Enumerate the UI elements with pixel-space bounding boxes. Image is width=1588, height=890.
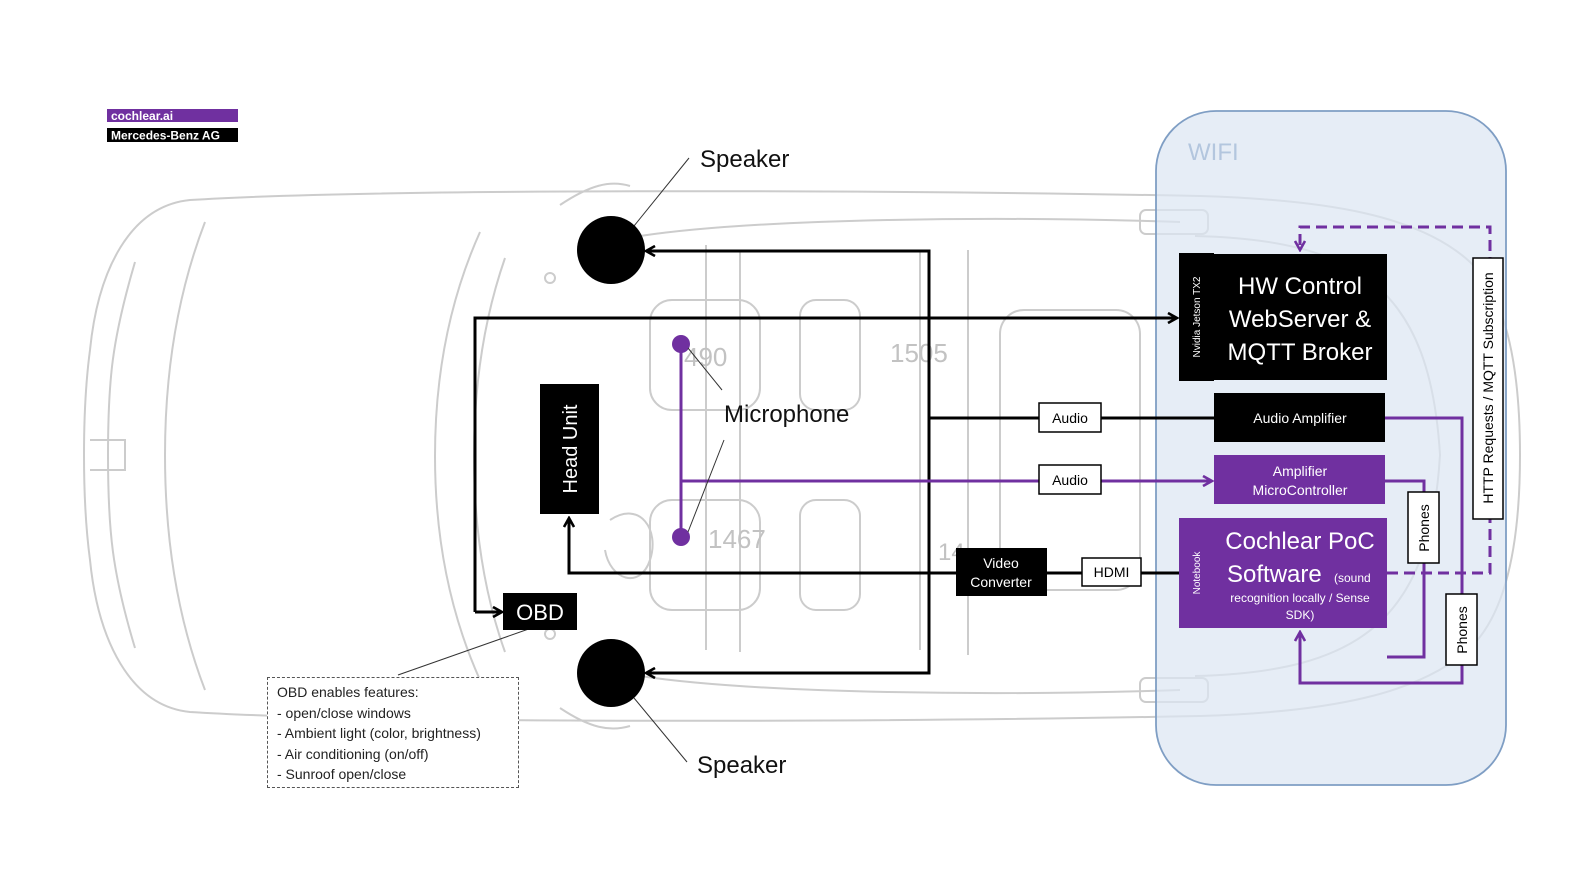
car-dimension-1505: 1505 <box>890 338 948 368</box>
speaker-top <box>577 216 645 284</box>
hw-control-box <box>1214 254 1387 380</box>
car-dimension-1467: 1467 <box>708 524 766 554</box>
obd-label: OBD <box>516 600 564 625</box>
microphone-label: Microphone <box>724 401 849 428</box>
mercedes-badge-text: Mercedes-Benz AG <box>111 129 220 143</box>
notebook-label: Notebook <box>1192 551 1203 595</box>
obd-note-item: - Sunroof open/close <box>277 766 407 782</box>
head-unit-label: Head Unit <box>560 404 582 493</box>
audio-label-2: Audio <box>1052 472 1088 488</box>
obd-box <box>503 593 577 630</box>
obd-features-note: OBD enables features: - open/close windo… <box>267 677 519 788</box>
audio-label-1: Audio <box>1052 410 1088 426</box>
microphone-rear <box>672 528 690 546</box>
video-converter-label-2: Converter <box>970 574 1032 590</box>
phones-label-box-2 <box>1445 593 1478 666</box>
audio-label-box-1 <box>1038 402 1102 433</box>
microphone-front <box>672 335 690 353</box>
purple-connectors <box>679 344 1464 685</box>
audio-amplifier-box <box>1214 393 1385 442</box>
head-unit-box <box>540 384 599 514</box>
hw-control-line-3: MQTT Broker <box>1228 339 1373 366</box>
video-converter-box <box>956 548 1047 596</box>
nvidia-jetson-strip <box>1179 253 1214 381</box>
cochlear-badge-text: cochlear.ai <box>111 109 173 123</box>
cochlear-software-line-1: Cochlear PoC <box>1225 528 1374 555</box>
obd-note-item: - open/close windows <box>277 704 411 721</box>
phones-label-box-1 <box>1407 491 1440 564</box>
http-label-box <box>1472 257 1504 520</box>
amplifier-mc-line-1: Amplifier <box>1273 463 1328 479</box>
cochlear-software-line-3: recognition locally / Sense <box>1230 591 1370 605</box>
obd-note-item: - Ambient light (color, brightness) <box>277 725 481 741</box>
hdmi-label: HDMI <box>1094 564 1130 580</box>
car-dimension-490: 490 <box>684 342 727 372</box>
speaker-top-label: Speaker <box>700 146 789 173</box>
cochlear-badge <box>107 109 238 122</box>
cochlear-software-line-2: Software <box>1227 561 1322 588</box>
black-connectors <box>473 251 1214 673</box>
speaker-bottom <box>577 639 645 707</box>
hw-control-line-1: HW Control <box>1238 273 1362 300</box>
http-label: HTTP Requests / MQTT Subscription <box>1480 272 1496 503</box>
hdmi-label-box <box>1081 557 1142 587</box>
wifi-label: WIFI <box>1188 139 1239 166</box>
cochlear-software-line-2-small: (sound <box>1334 571 1371 585</box>
http-dashed-connector <box>1300 225 1492 575</box>
cochlear-software-box <box>1214 518 1387 628</box>
obd-note-item: - Air conditioning (on/off) <box>277 745 429 762</box>
notebook-strip <box>1179 518 1214 628</box>
speaker-bottom-label: Speaker <box>697 752 786 779</box>
amplifier-mc-line-2: MicroController <box>1253 482 1348 498</box>
obd-note-title: OBD enables features: <box>277 684 419 700</box>
nvidia-jetson-label: Nvidia Jetson TX2 <box>1192 276 1203 357</box>
audio-amplifier-label: Audio Amplifier <box>1253 410 1347 426</box>
cochlear-software-line-4: SDK) <box>1286 608 1315 622</box>
phones-label-2: Phones <box>1454 606 1470 653</box>
video-converter-label-1: Video <box>983 555 1019 571</box>
amplifier-microcontroller-box <box>1214 455 1385 504</box>
callout-lines <box>397 157 725 763</box>
hw-control-line-2: WebServer & <box>1229 306 1371 333</box>
audio-label-box-2 <box>1038 464 1102 495</box>
mercedes-badge <box>107 128 238 142</box>
phones-label-1: Phones <box>1416 504 1432 551</box>
